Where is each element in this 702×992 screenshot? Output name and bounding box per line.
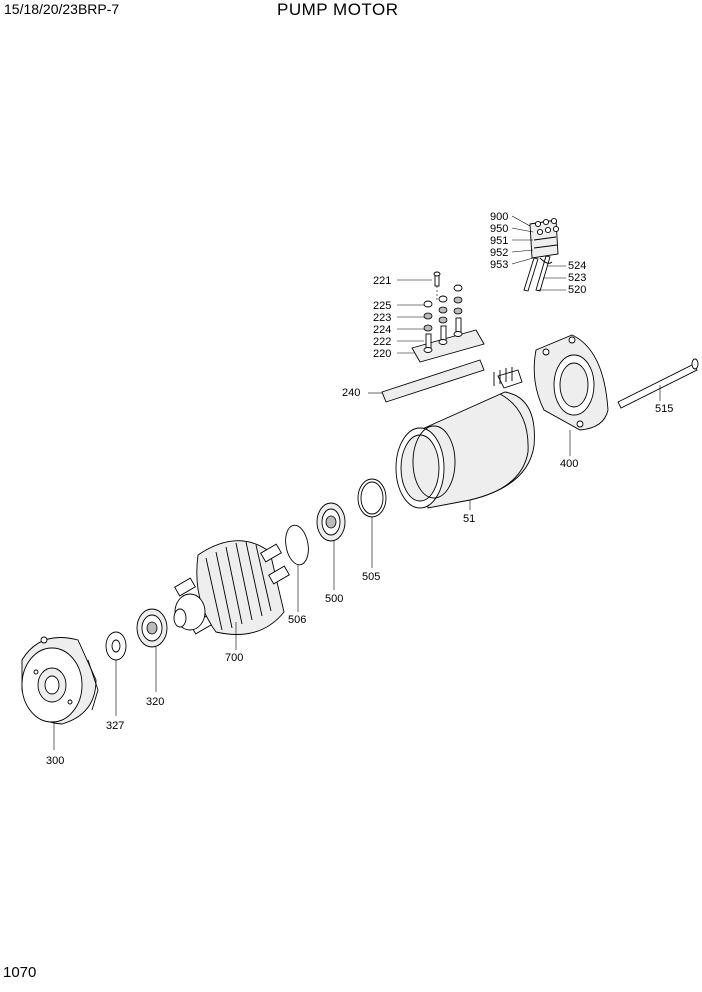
label-327: 327	[106, 720, 124, 732]
cables-520[interactable]	[523, 255, 553, 292]
label-950: 950	[490, 223, 508, 235]
label-300: 300	[46, 755, 64, 767]
label-224: 224	[373, 324, 391, 336]
label-515: 515	[655, 403, 673, 415]
end-cover-300[interactable]	[21, 636, 99, 725]
label-220: 220	[373, 348, 391, 360]
label-506: 506	[288, 614, 306, 626]
page-number: 1070	[3, 964, 37, 981]
label-221: 221	[373, 275, 391, 287]
label-51: 51	[463, 513, 475, 525]
label-500: 500	[325, 593, 343, 605]
label-953: 953	[490, 259, 508, 271]
screw-221[interactable]	[433, 271, 441, 287]
connector-900[interactable]	[529, 217, 560, 259]
label-320: 320	[146, 696, 164, 708]
label-225: 225	[373, 300, 391, 312]
label-523: 523	[568, 272, 586, 284]
terminal-studs-222[interactable]	[423, 317, 463, 353]
label-524: 524	[568, 260, 586, 272]
washers-224[interactable]	[423, 307, 463, 332]
leader-952	[511, 249, 534, 253]
page-title: PUMP MOTOR	[277, 0, 399, 19]
leader-950	[511, 227, 534, 233]
stator-housing-51[interactable]	[395, 367, 535, 509]
washer-327[interactable]	[105, 631, 127, 661]
terminal-block-220[interactable]	[411, 329, 485, 363]
through-bolt-515[interactable]	[617, 358, 699, 409]
bearing-320[interactable]	[136, 608, 168, 648]
ring-505[interactable]	[357, 478, 387, 518]
leader-953	[511, 257, 534, 265]
model-code: 15/18/20/23BRP-7	[4, 1, 120, 17]
label-952: 952	[490, 247, 508, 259]
nuts-225[interactable]	[423, 284, 463, 308]
o-ring-506[interactable]	[283, 523, 312, 566]
label-400: 400	[560, 458, 578, 470]
label-700: 700	[225, 652, 243, 664]
label-222: 222	[373, 336, 391, 348]
label-900: 900	[490, 211, 508, 223]
label-240: 240	[342, 387, 360, 399]
leader-900	[511, 215, 531, 227]
bearing-500[interactable]	[316, 502, 346, 542]
brush-cover-400[interactable]	[533, 334, 609, 431]
label-505: 505	[362, 571, 380, 583]
lock-washers-223[interactable]	[423, 296, 463, 320]
label-520: 520	[568, 284, 586, 296]
armature-700[interactable]	[173, 540, 290, 635]
label-223: 223	[373, 312, 391, 324]
insulator-plate-240[interactable]	[381, 359, 485, 403]
label-951: 951	[490, 235, 508, 247]
